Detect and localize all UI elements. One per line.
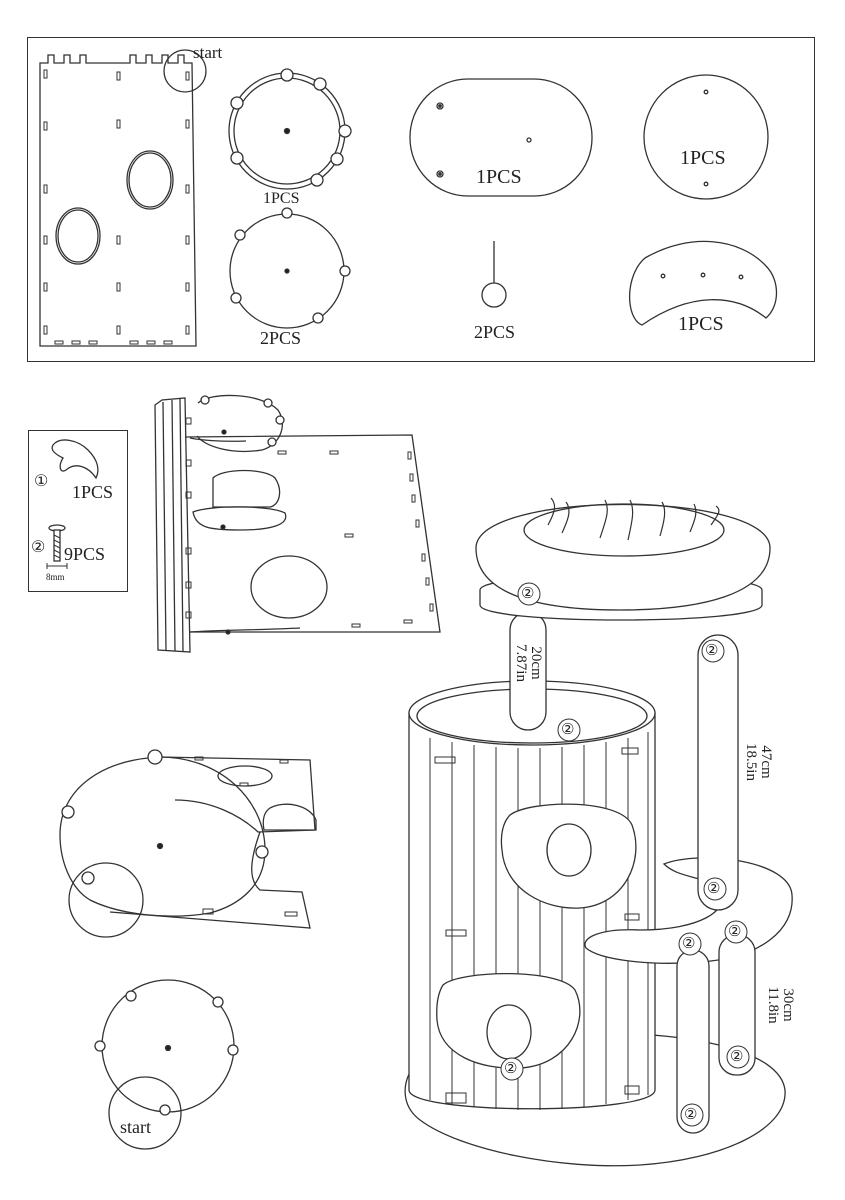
hardware-item2-marker: ② <box>31 539 46 556</box>
screw-icon <box>46 524 68 569</box>
marker-short-post: ② <box>561 722 575 738</box>
panel-start-label: start <box>193 43 223 62</box>
round-platform-part <box>229 207 351 329</box>
side-panel-part <box>39 49 207 347</box>
short-post-in: 7.87in <box>513 644 529 682</box>
assembly-step-panel <box>154 394 441 653</box>
marker-tall-post-bottom: ② <box>707 881 721 897</box>
low-post-dimension: 30cm 11.8in <box>765 986 796 1024</box>
short-post-cm: 20cm <box>528 646 544 680</box>
oval-board-part <box>409 78 593 197</box>
low-post-in: 11.8in <box>765 986 781 1024</box>
assembly-step-wrap <box>59 749 317 938</box>
marker-tall-post-top: ② <box>705 643 719 659</box>
oval-board-qty: 1PCS <box>476 166 522 188</box>
hardware-item1-marker: ① <box>34 473 49 490</box>
round-platform-qty: 2PCS <box>260 328 302 348</box>
hardware-item1-qty: 1PCS <box>72 482 114 502</box>
round-board-part <box>643 74 769 200</box>
short-post-dimension: 20cm 7.87in <box>513 644 544 682</box>
round-board-qty: 1PCS <box>680 147 726 169</box>
post-part <box>481 241 507 308</box>
assembly-step-start <box>94 979 239 1150</box>
marker-shelf-left: ② <box>682 936 696 952</box>
tall-post-dimension: 47cm 18.5in <box>743 743 774 781</box>
marker-low-post-right: ② <box>730 1049 744 1065</box>
start-label: start <box>120 1117 151 1137</box>
assembled-cat-tree <box>404 497 793 1167</box>
ring-platform-qty: 1PCS <box>263 190 300 207</box>
screw-length-label: 8mm <box>46 572 65 582</box>
marker-shelf-right: ② <box>728 924 742 940</box>
hardware-item2-qty: 9PCS <box>64 544 106 564</box>
tall-post-cm: 47cm <box>758 745 774 779</box>
marker-cylinder-bottom: ② <box>504 1061 518 1077</box>
marker-top-bed: ② <box>521 586 535 602</box>
crescent-qty: 1PCS <box>678 313 724 335</box>
parts-list-box <box>27 37 815 362</box>
crescent-part <box>628 240 778 326</box>
low-post-cm: 30cm <box>780 988 796 1022</box>
marker-low-post-left: ② <box>684 1107 698 1123</box>
hardware-box <box>28 430 128 592</box>
post-qty: 2PCS <box>474 322 516 342</box>
ring-platform-part <box>228 68 352 190</box>
crescent-hardware-icon <box>51 439 99 480</box>
tall-post-in: 18.5in <box>743 743 759 781</box>
